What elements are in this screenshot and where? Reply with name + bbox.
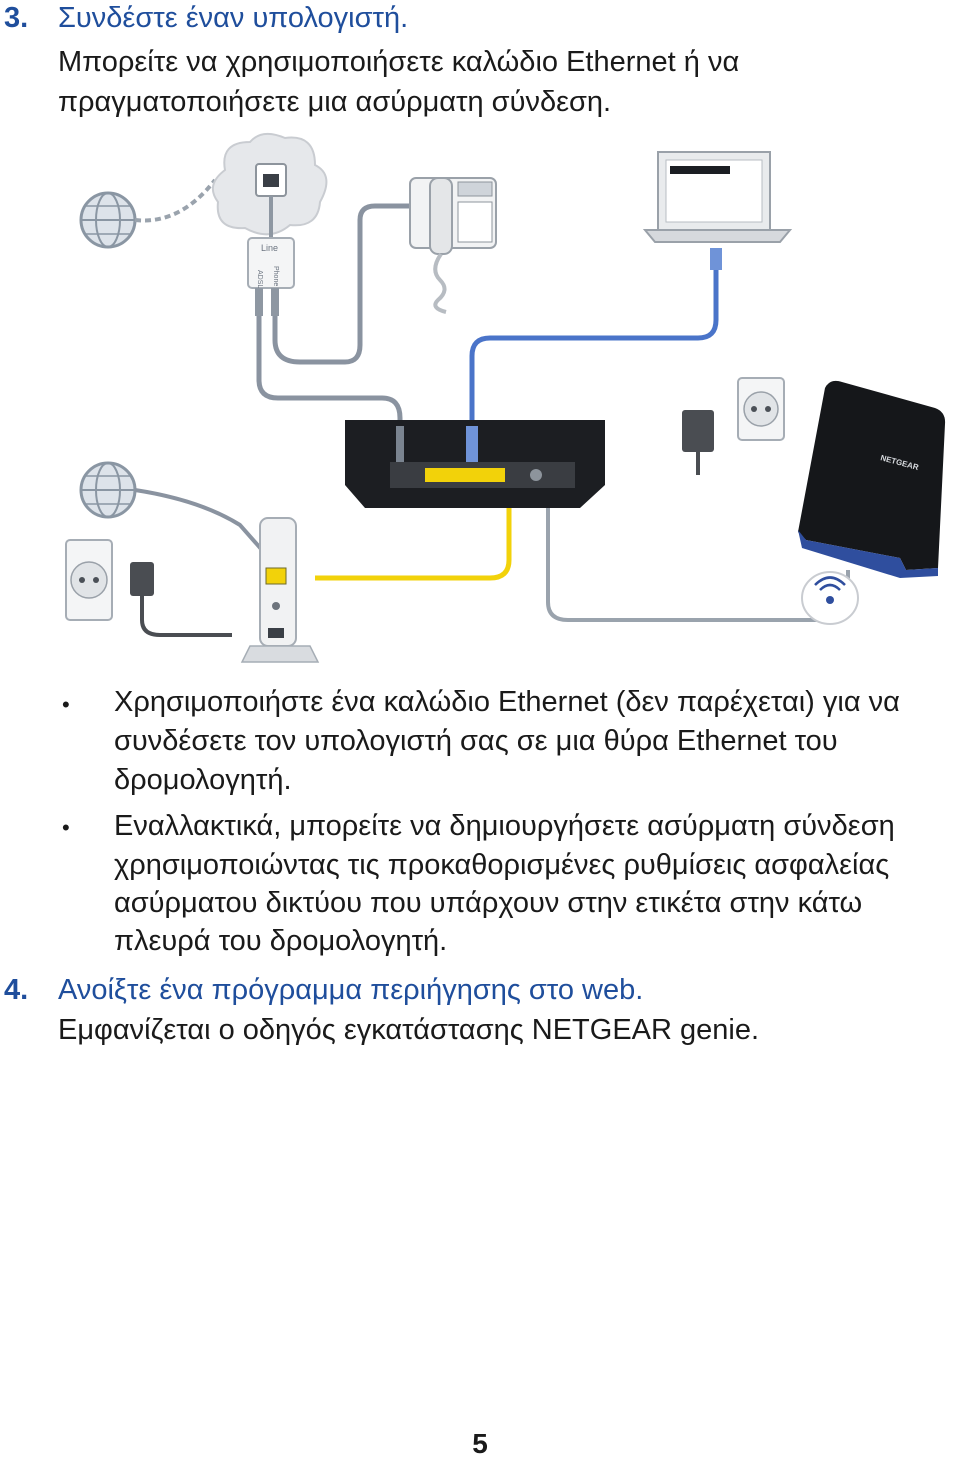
splitter-line-label: Line <box>261 243 278 253</box>
bullet-marker: • <box>62 692 70 718</box>
yellow-ethernet-cable <box>315 508 509 578</box>
bullet-2-line-2: χρησιμοποιώντας τις προκαθορισμένες ρυθμ… <box>114 849 889 882</box>
dashed-link <box>135 180 215 221</box>
step-4-number: 4. <box>4 974 28 1007</box>
bullet-2-line-3: ασύρματου δικτύου που υπάρχουν στην ετικ… <box>114 887 862 920</box>
adsl-cable <box>259 316 400 435</box>
bullet-marker: • <box>62 815 70 841</box>
splitter-phone-label: Phone <box>272 266 279 286</box>
splitter-adsl-label: ADSL <box>256 270 263 288</box>
step-3-number: 3. <box>4 2 28 35</box>
bullet-1-line-2: συνδέσετε τον υπολογιστή σας σε μια θύρα… <box>114 725 838 758</box>
laptop-icon <box>645 152 790 242</box>
step-3-text-line-2: πραγματοποιήσετε μια ασύρματη σύνδεση. <box>58 86 611 119</box>
router-front: NETGEAR <box>798 381 945 624</box>
internet-globe-icon <box>81 193 135 247</box>
phone-cable <box>275 206 410 362</box>
connection-diagram: Line ADSL Phone <box>0 130 960 675</box>
step-3-text-line-1: Μπορείτε να χρησιμοποιήσετε καλώδιο Ethe… <box>58 46 739 79</box>
wall-outlet-icon <box>66 540 112 620</box>
page-number: 5 <box>0 1428 960 1460</box>
power-adapter-icon <box>682 410 714 475</box>
router-back-panel <box>345 420 605 508</box>
coax-cable <box>135 490 262 550</box>
wall-outlet-icon <box>738 378 784 440</box>
telephone-icon <box>410 178 496 312</box>
step-4-text-line-1: Εμφανίζεται ο οδηγός εγκατάστασης NETGEA… <box>58 1014 759 1047</box>
internet-globe-icon <box>81 463 135 517</box>
power-adapter-icon <box>130 562 232 635</box>
step-4-title: Ανοίξτε ένα πρόγραμμα περιήγησης στο web… <box>58 974 643 1007</box>
bullet-2-line-1: Εναλλακτικά, μπορείτε να δημιουργήσετε α… <box>114 810 895 843</box>
step-3-title: Συνδέστε έναν υπολογιστή. <box>58 2 408 35</box>
bullet-1-line-3: δρομολογητή. <box>114 764 292 797</box>
laptop-ethernet-cable <box>472 248 716 435</box>
bullet-2-line-4: πλευρά του δρομολογητή. <box>114 925 447 958</box>
bullet-1-line-1: Χρησιμοποιήστε ένα καλώδιο Ethernet (δεν… <box>114 686 900 719</box>
